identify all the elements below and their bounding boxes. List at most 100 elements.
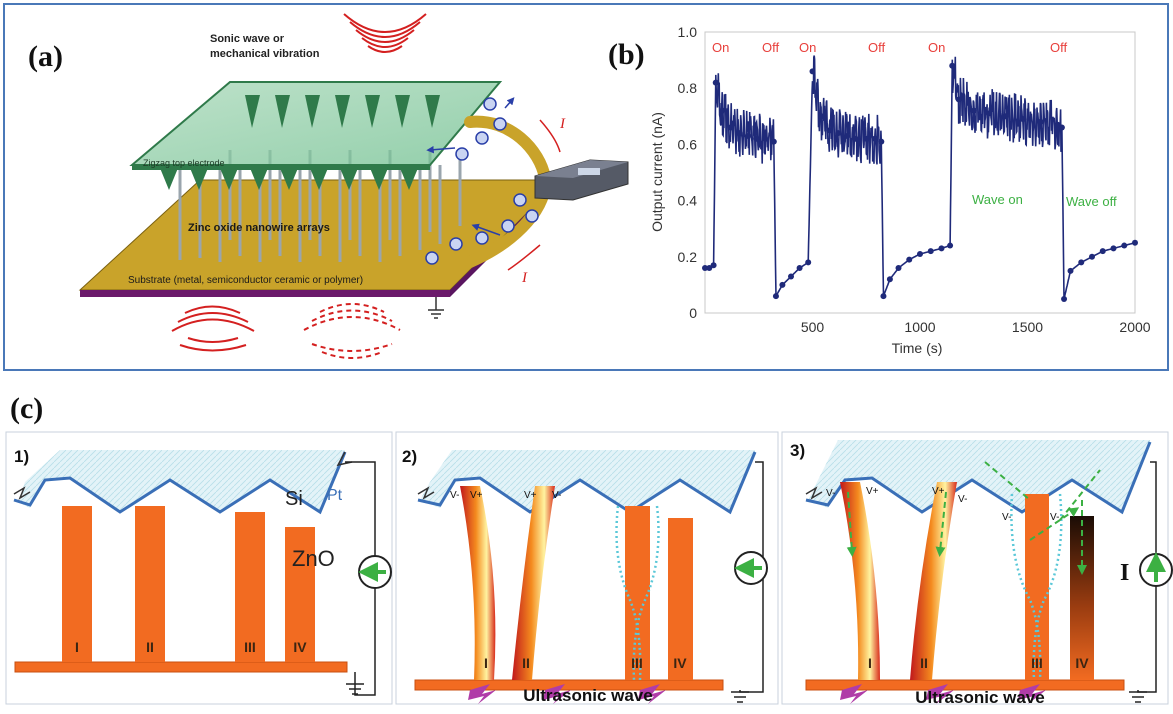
data-point — [736, 130, 743, 137]
data-point — [1121, 242, 1128, 249]
current-label-3: I — [1120, 560, 1129, 586]
current-label-bottom: I — [521, 270, 528, 286]
current-source-icon-1 — [358, 555, 392, 589]
current-label-top: I — [559, 116, 566, 132]
base-electrode-1 — [14, 661, 348, 673]
meter-icon — [534, 159, 629, 201]
data-point — [895, 265, 902, 272]
data-point — [745, 132, 751, 139]
data-point — [753, 135, 760, 142]
data-point — [1099, 248, 1106, 255]
bottom-wave-solid-icon — [171, 305, 255, 352]
data-point — [1132, 239, 1138, 246]
wire-label-1-III: III — [244, 639, 256, 655]
annotation-on-3: On — [928, 40, 945, 55]
data-point — [719, 107, 726, 114]
subpanel-3: 3) V-V+ V+V- V-V- I II III IV — [781, 431, 1173, 707]
sound-label-line1: Sonic wave or — [210, 33, 285, 45]
y-tick-label: 0.6 — [678, 136, 698, 152]
data-point — [1067, 267, 1074, 274]
data-point — [770, 138, 777, 145]
lightning-icons-3 — [840, 684, 1046, 704]
data-point — [863, 135, 870, 142]
svg-text:V-: V- — [958, 494, 967, 505]
data-point — [1037, 118, 1044, 125]
data-point — [1020, 116, 1027, 123]
data-point — [762, 135, 769, 142]
si-label: Si — [285, 488, 303, 510]
wire-label-3-III: III — [1031, 655, 1043, 671]
wire-label-2-II: II — [522, 655, 530, 671]
y-tick-label: 0.8 — [678, 80, 698, 96]
data-point — [796, 265, 803, 272]
wire-label-3-IV: IV — [1075, 655, 1089, 671]
ground-icon-2 — [731, 691, 749, 703]
ultrasonic-label-2: Ultrasonic wave — [523, 686, 652, 705]
zno-label: ZnO — [292, 546, 335, 571]
zno-wire-1-I — [62, 506, 92, 662]
data-point — [835, 130, 842, 137]
si-electrode-2 — [420, 450, 755, 512]
svg-text:V+: V+ — [866, 486, 879, 497]
x-axis-label: Time (s) — [892, 340, 943, 356]
svg-text:V-: V- — [1050, 512, 1059, 523]
zno-wire-3-II — [910, 482, 957, 680]
svg-text:V-: V- — [450, 490, 459, 501]
data-point — [906, 256, 913, 263]
subpanel-1: 1) Si Pt ZnO I II III IV — [5, 431, 393, 705]
data-point — [1089, 253, 1095, 260]
panel-a: (a) Sonic wave or mechanical vibration — [28, 13, 629, 359]
y-tick-label: 0.2 — [678, 249, 698, 265]
wire-label-1-II: II — [146, 639, 154, 655]
wire-label-3-I: I — [868, 655, 872, 671]
substrate-label: Substrate (metal, semiconductor ceramic … — [128, 275, 363, 286]
data-point — [878, 138, 885, 145]
data-point — [970, 107, 977, 114]
current-source-icon-2 — [734, 551, 768, 585]
data-point — [1054, 121, 1061, 128]
x-tick-label: 1000 — [904, 319, 935, 335]
annotation-off-3: Off — [1050, 40, 1067, 55]
zno-wire-1-II — [135, 506, 165, 662]
lightning-icons-2 — [468, 684, 666, 704]
wire-label-1-IV: IV — [293, 639, 307, 655]
data-point — [938, 245, 945, 252]
wire-label-1-I: I — [75, 639, 79, 655]
zno-wire-2-III-ghost — [615, 505, 660, 681]
zno-wire-1-III — [235, 512, 265, 662]
subpanel-2: 2) V-V+ V+V- I II III IV — [395, 431, 779, 705]
annotation-off-1: Off — [762, 40, 779, 55]
substrate-edge — [80, 290, 450, 297]
annotation-on-2: On — [799, 40, 816, 55]
data-point — [1078, 259, 1085, 266]
zno-wire-2-IV — [668, 518, 693, 680]
ground-icon-a — [428, 297, 444, 319]
panel-a-label: (a) — [28, 40, 63, 73]
base-electrode-2 — [414, 679, 724, 691]
current-source-icon-3 — [1139, 552, 1173, 587]
wire-label-2-IV: IV — [673, 655, 687, 671]
sound-label-line2: mechanical vibration — [210, 48, 320, 60]
data-point — [1110, 245, 1117, 252]
data-point — [880, 293, 887, 300]
data-point — [947, 242, 954, 249]
data-point — [852, 135, 859, 142]
svg-text:V-: V- — [1002, 512, 1011, 523]
svg-text:V+: V+ — [932, 486, 945, 497]
data-point — [712, 79, 719, 86]
subpanel-2-number: 2) — [402, 447, 417, 466]
ground-icon-1 — [346, 683, 364, 695]
svg-text:V+: V+ — [524, 490, 537, 501]
data-point — [826, 127, 833, 134]
nanowire-label: Zinc oxide nanowire arrays — [188, 222, 330, 234]
pt-label: Pt — [327, 487, 343, 504]
base-electrode-3 — [805, 679, 1125, 691]
wire-label-3-II: II — [920, 655, 928, 671]
annotation-wave-off: Wave off — [1066, 194, 1117, 209]
data-point — [886, 276, 893, 283]
panel-c-label: (c) — [10, 392, 43, 425]
